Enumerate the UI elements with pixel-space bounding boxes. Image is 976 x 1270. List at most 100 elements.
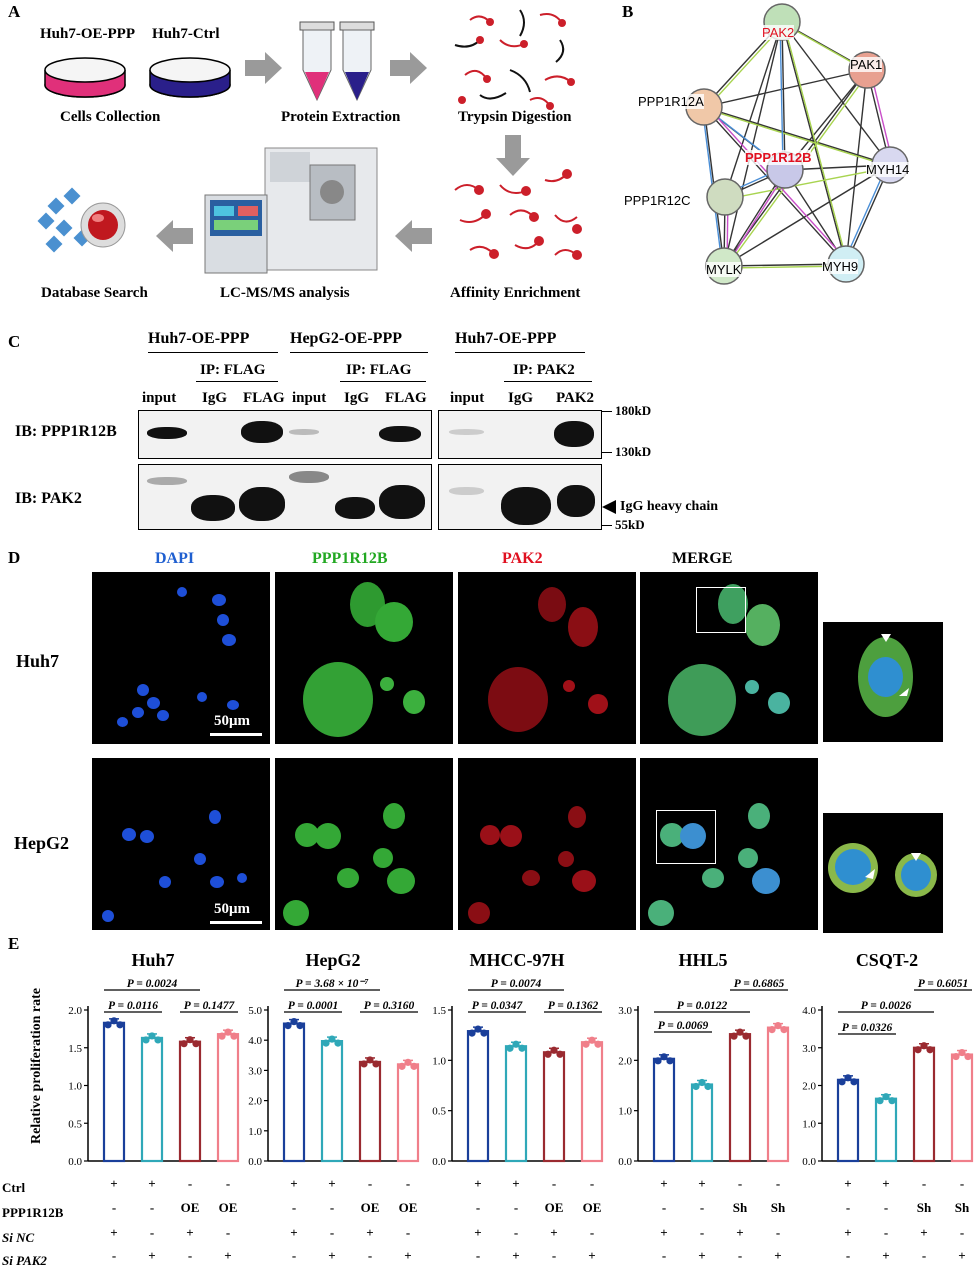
bar xyxy=(836,1078,860,1163)
lane-flag: FLAG xyxy=(243,390,285,406)
chart-title: HepG2 xyxy=(305,950,360,970)
data-point xyxy=(372,1060,380,1068)
condition-marker: - xyxy=(700,1225,704,1240)
oe-dish-label: Huh7-OE-PPP xyxy=(40,26,136,42)
condition-marker: - xyxy=(188,1248,192,1263)
step-affinity-enrichment: Affinity Enrichment xyxy=(450,285,581,301)
cond-ctrl: Ctrl xyxy=(2,1180,26,1195)
data-point xyxy=(660,1053,668,1061)
data-point xyxy=(698,1078,706,1087)
cond-ppp1r12b: PPP1R12B xyxy=(2,1205,64,1220)
y-tick-label: 1.0 xyxy=(618,1106,632,1118)
bar xyxy=(950,1053,974,1163)
lane-input: input xyxy=(142,390,177,406)
p-value-label: P = 0.0026 xyxy=(861,1000,912,1012)
data-point xyxy=(328,1035,336,1043)
y-tick-label: 0.0 xyxy=(802,1156,816,1168)
data-point xyxy=(768,1026,776,1034)
data-point xyxy=(284,1021,292,1030)
y-tick-label: 2.0 xyxy=(802,1081,816,1093)
lane-input: input xyxy=(292,390,327,406)
p-value-label: P = 0.0074 xyxy=(491,978,542,990)
scale-bar-label: 50μm xyxy=(214,713,250,729)
data-point xyxy=(666,1057,674,1065)
condition-marker: + xyxy=(328,1176,335,1191)
condition-marker: + xyxy=(550,1225,557,1240)
micrograph-huh7-ppp1r12b xyxy=(275,572,453,744)
condition-marker: + xyxy=(698,1248,705,1263)
condition-marker: - xyxy=(406,1225,410,1240)
condition-marker: + xyxy=(512,1248,519,1263)
step-trypsin-digestion: Trypsin Digestion xyxy=(458,109,572,125)
marker-igg-heavy-chain: IgG heavy chain xyxy=(620,499,719,514)
data-point xyxy=(230,1032,238,1040)
data-point xyxy=(914,1046,922,1054)
condition-marker: + xyxy=(736,1225,743,1240)
panel-b-letter: B xyxy=(622,2,634,21)
col-merge: MERGE xyxy=(672,550,733,567)
data-point xyxy=(142,1036,150,1044)
data-point xyxy=(154,1036,162,1044)
condition-marker: + xyxy=(148,1176,155,1191)
data-point xyxy=(550,1046,558,1054)
lc-ms-instrument-icon xyxy=(204,147,378,274)
panel-d-letter: D xyxy=(8,548,21,567)
data-point xyxy=(110,1017,118,1025)
blot-pak2-flag xyxy=(138,464,432,530)
data-point xyxy=(192,1040,200,1048)
bar xyxy=(652,1057,676,1163)
data-point xyxy=(218,1032,226,1040)
micrograph-huh7-zoom xyxy=(823,622,943,742)
data-point xyxy=(480,1029,488,1037)
panel-a-letter: A xyxy=(8,2,21,21)
scale-bar-label: 50μm xyxy=(214,901,250,917)
condition-marker: - xyxy=(738,1176,742,1191)
condition-marker: + xyxy=(660,1176,667,1191)
condition-marker: - xyxy=(552,1248,556,1263)
data-point xyxy=(952,1052,960,1061)
condition-marker: + xyxy=(328,1248,335,1263)
y-tick-label: 0.0 xyxy=(618,1156,632,1168)
group1-title: Huh7-OE-PPP xyxy=(148,330,250,347)
condition-marker: - xyxy=(590,1176,594,1191)
group1-ip: IP: FLAG xyxy=(200,362,266,378)
step-protein-extraction: Protein Extraction xyxy=(281,109,401,125)
condition-marker: OE xyxy=(361,1200,380,1215)
micrograph-hepg2-zoom xyxy=(823,813,943,933)
condition-marker: + xyxy=(774,1248,781,1263)
node-label-myh14: MYH14 xyxy=(866,162,910,177)
y-tick-label: 4.0 xyxy=(802,1005,816,1017)
condition-marker: - xyxy=(846,1248,850,1263)
condition-marker: + xyxy=(290,1176,297,1191)
y-tick-label: 2.0 xyxy=(248,1096,262,1108)
condition-marker: - xyxy=(960,1225,964,1240)
chart-title: Huh7 xyxy=(131,950,174,970)
arrow-icon xyxy=(496,135,530,176)
condition-marker: OE xyxy=(545,1200,564,1215)
marker-180kd: 180kD xyxy=(615,403,652,418)
p-value-label: P = 0.6051 xyxy=(918,978,969,990)
node-label-ppp1r12c: PPP1R12C xyxy=(624,193,691,208)
condition-marker: - xyxy=(884,1200,888,1215)
data-point xyxy=(582,1040,590,1048)
chart-title: CSQT-2 xyxy=(856,950,918,970)
p-value-label: P = 0.3160 xyxy=(364,1000,415,1012)
chart-title: HHL5 xyxy=(678,950,727,970)
condition-marker: Sh xyxy=(917,1200,932,1215)
data-point xyxy=(518,1044,526,1052)
data-point xyxy=(730,1032,738,1040)
condition-marker: - xyxy=(476,1248,480,1263)
data-point xyxy=(116,1021,124,1029)
arrow-icon xyxy=(390,52,427,84)
data-point xyxy=(366,1056,374,1064)
y-tick-label: 0.5 xyxy=(68,1118,82,1130)
arrow-icon xyxy=(156,220,193,252)
micrograph-hepg2-dapi: 50μm xyxy=(92,758,270,930)
data-point xyxy=(556,1050,564,1058)
condition-marker: + xyxy=(844,1225,851,1240)
data-point xyxy=(544,1050,552,1058)
condition-marker: + xyxy=(882,1176,889,1191)
data-point xyxy=(774,1022,782,1030)
data-point xyxy=(148,1032,156,1040)
condition-marker: OE xyxy=(181,1200,200,1215)
